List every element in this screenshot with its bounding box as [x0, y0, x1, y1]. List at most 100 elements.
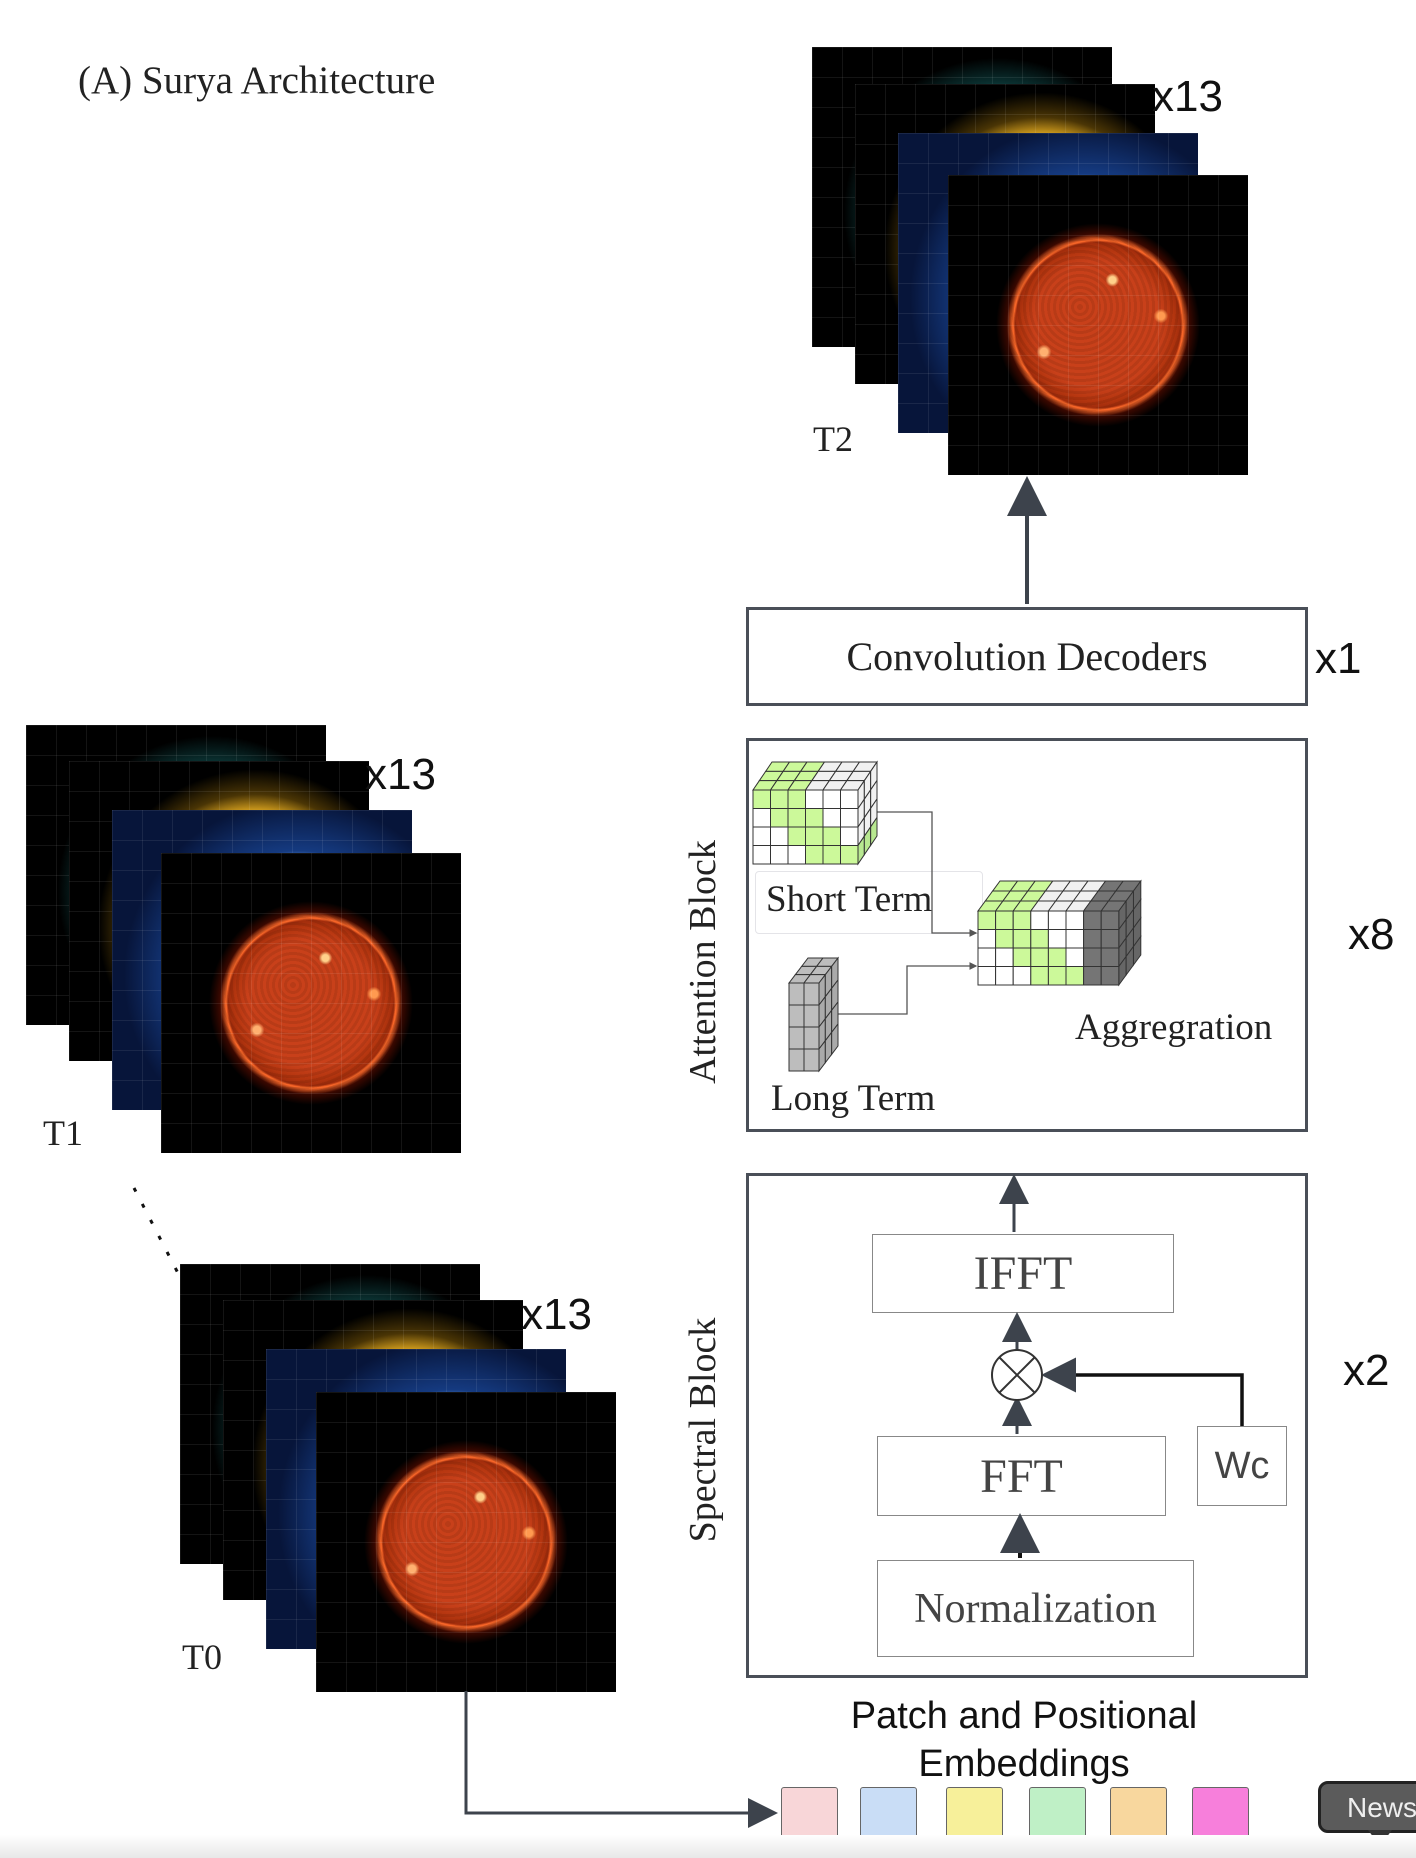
- cube-cell: [995, 947, 1014, 967]
- cube-cell: [1100, 947, 1120, 967]
- spectral-multiplier: x2: [1343, 1346, 1390, 1395]
- cube-face: [831, 1022, 839, 1056]
- cube-cell: [788, 982, 805, 1006]
- cube-cell: [1047, 947, 1067, 967]
- input-to-embeddings-arrow: [464, 1691, 778, 1828]
- normalization-box: Normalization: [877, 1560, 1194, 1657]
- convolution-decoders-box: Convolution Decoders: [746, 607, 1308, 706]
- cube-cell: [1012, 910, 1032, 930]
- cube-cell: [788, 1004, 805, 1028]
- stack-multiplier: x13: [521, 1290, 592, 1339]
- long-term-connector: [838, 962, 978, 1015]
- cube-cell: [770, 808, 789, 828]
- short-term-label: Short Term: [766, 879, 933, 920]
- aggregation-label: Aggregration: [1075, 1007, 1273, 1048]
- cube-cell: [770, 789, 789, 809]
- cube-cell: [1065, 947, 1085, 967]
- decoder-label: Convolution Decoders: [846, 634, 1208, 679]
- embeddings-label-line1: Patch and Positional: [850, 1695, 1198, 1737]
- cube-cell: [1100, 966, 1120, 986]
- cube-cell: [752, 808, 771, 828]
- cube-cell: [805, 826, 824, 846]
- cube-cell: [803, 1004, 820, 1028]
- cube-cell: [1047, 910, 1067, 930]
- cube-cell: [803, 982, 820, 1006]
- cube-cell: [1083, 947, 1102, 967]
- cube-cell: [1083, 910, 1102, 930]
- time-label: T2: [813, 419, 853, 459]
- weights-box: Wc: [1197, 1426, 1287, 1506]
- solar-image-red: [316, 1392, 616, 1692]
- fft-box: FFT: [877, 1436, 1166, 1516]
- cube-cell: [1012, 947, 1032, 967]
- cube-cell: [787, 845, 806, 865]
- solar-image-red: [161, 853, 461, 1153]
- cube-cell: [1065, 910, 1085, 930]
- cube-cell: [752, 845, 771, 865]
- short-term-connector: [857, 811, 978, 937]
- cube-cell: [1030, 947, 1049, 967]
- cube-cell: [840, 808, 859, 828]
- cube-cell: [995, 929, 1014, 949]
- cube-cell: [1030, 929, 1049, 949]
- cube-cell: [787, 826, 806, 846]
- embeddings-label-line2: Embeddings: [918, 1743, 1130, 1785]
- cube-cell: [770, 845, 789, 865]
- cube-cell: [840, 845, 859, 865]
- cube-cell: [752, 789, 771, 809]
- cube-cell: [805, 845, 824, 865]
- cube-cell: [805, 808, 824, 828]
- long-term-label: Long Term: [771, 1078, 936, 1119]
- cube-cell: [840, 789, 859, 809]
- cube-cell: [822, 845, 841, 865]
- cube-cell: [752, 826, 771, 846]
- ellipsis-dots: [132, 1187, 182, 1278]
- arrow-weights-to-mult: [1041, 1357, 1244, 1426]
- cube-cell: [840, 826, 859, 846]
- cube-cell: [1065, 929, 1085, 949]
- cube-cell: [977, 910, 997, 930]
- cube-cell: [1030, 910, 1049, 930]
- cube-cell: [995, 910, 1014, 930]
- stack-multiplier: x13: [1152, 72, 1223, 121]
- news-tooltip[interactable]: News: [1318, 1781, 1416, 1833]
- time-label: T0: [182, 1637, 222, 1677]
- cube-cell: [1100, 910, 1120, 930]
- solar-image-red: [948, 175, 1248, 475]
- cube-cell: [822, 789, 841, 809]
- attention-multiplier: x8: [1348, 910, 1395, 959]
- cube-cell: [822, 826, 841, 846]
- bottom-shade: [0, 1835, 1416, 1858]
- embeddings-label: Patch and Positional Embeddings: [724, 1692, 1324, 1788]
- cube-cell: [977, 966, 997, 986]
- cube-cell: [788, 1048, 805, 1072]
- cube-cell: [1012, 929, 1032, 949]
- cube-cell: [803, 1026, 820, 1050]
- cube-face: [870, 815, 878, 847]
- cube-cell: [1012, 966, 1032, 986]
- cube-face: [1132, 934, 1142, 967]
- cube-cell: [822, 808, 841, 828]
- cube-cell: [805, 789, 824, 809]
- cube-cell: [1083, 929, 1102, 949]
- cube-cell: [977, 929, 997, 949]
- short-term-label-box: [755, 871, 983, 934]
- cube-cell: [1065, 966, 1085, 986]
- cube-cell: [1047, 929, 1067, 949]
- stack-multiplier: x13: [365, 750, 436, 799]
- cube-cell: [788, 1026, 805, 1050]
- cube-cell: [995, 966, 1014, 986]
- cube-cell: [803, 1048, 820, 1072]
- cube-cell: [770, 826, 789, 846]
- cube-cell: [1030, 966, 1049, 986]
- cube-cell: [787, 789, 806, 809]
- multiply-icon: [991, 1349, 1043, 1401]
- cube-cell: [787, 808, 806, 828]
- ifft-box: IFFT: [872, 1234, 1174, 1313]
- cube-cell: [1047, 966, 1067, 986]
- figure-title: (A) Surya Architecture: [78, 59, 436, 102]
- cube-cell: [977, 947, 997, 967]
- cube-cell: [1083, 966, 1102, 986]
- decoder-multiplier: x1: [1315, 634, 1362, 683]
